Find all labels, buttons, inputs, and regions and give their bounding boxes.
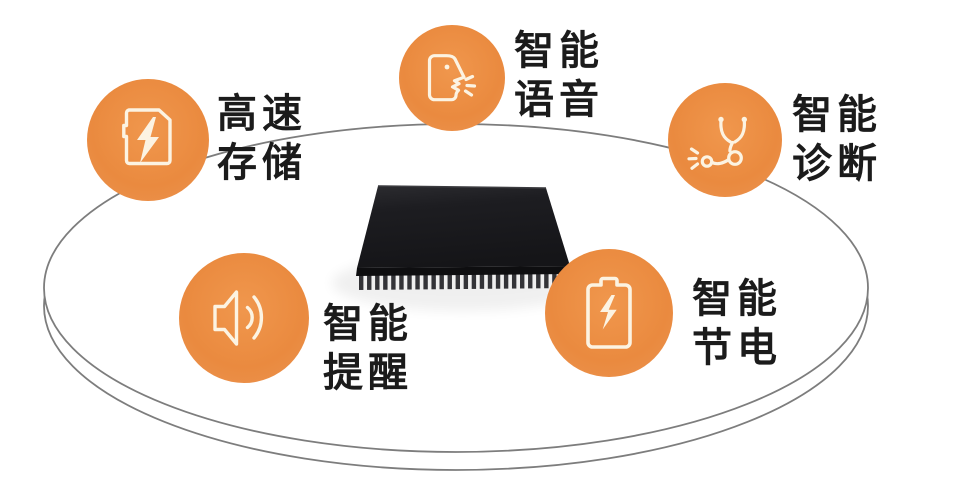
- feature-label-voice: 智能语音: [514, 28, 604, 123]
- feature-label-storage: 高速存储: [217, 91, 307, 186]
- speaker-icon: [213, 290, 264, 346]
- feature-label-power-saving: 智能节电: [692, 276, 782, 371]
- chip-pins: [359, 272, 565, 290]
- feature-label-reminder: 智能提醒: [323, 301, 413, 396]
- feature-bubble-voice: [399, 25, 505, 131]
- sd-card-lightning-icon: [122, 108, 172, 166]
- feature-bubble-reminder: [179, 253, 309, 383]
- feature-bubble-power-saving: [545, 249, 673, 377]
- speaking-face-icon: [427, 54, 477, 102]
- feature-bubble-diagnosis: [668, 83, 782, 197]
- feature-bubble-storage: [87, 79, 209, 201]
- feature-label-diagnosis: 智能诊断: [792, 92, 882, 187]
- stethoscope-icon: [687, 116, 747, 170]
- battery-lightning-icon: [586, 276, 632, 349]
